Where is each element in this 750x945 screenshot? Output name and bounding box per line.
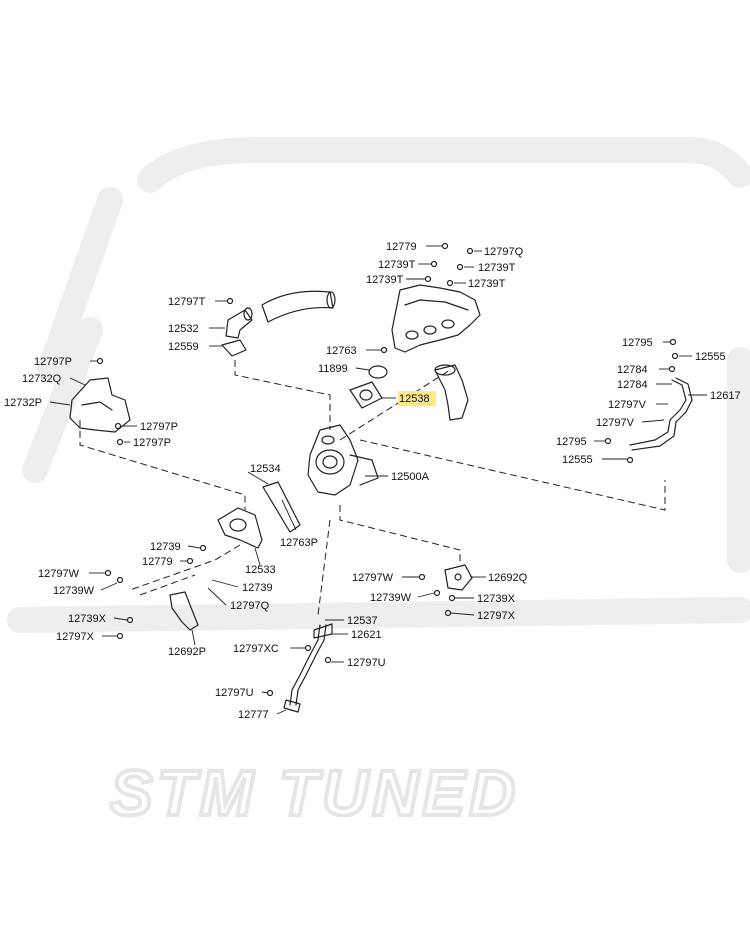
label-12763P[interactable]: 12763P [280, 537, 318, 549]
label-12797P[interactable]: 12797P [34, 356, 72, 368]
gasket-12559 [221, 339, 247, 357]
label-12797V[interactable]: 12797V [608, 399, 647, 411]
label-12797P[interactable]: 12797P [140, 421, 178, 433]
exhaust-manifold [391, 284, 481, 353]
label-12537[interactable]: 12537 [347, 615, 378, 627]
label-12739X[interactable]: 12739X [68, 613, 107, 625]
label-12538[interactable]: 12538 [399, 393, 430, 405]
label-12621[interactable]: 12621 [351, 629, 382, 641]
heat-shield-12732 [69, 377, 131, 433]
label-12797W[interactable]: 12797W [352, 572, 394, 584]
label-12732Q[interactable]: 12732Q [22, 373, 62, 385]
label-12534[interactable]: 12534 [250, 463, 281, 475]
label-12797XC[interactable]: 12797XC [233, 643, 279, 655]
label-12797U[interactable]: 12797U [347, 657, 386, 669]
water-pipe-12617 [629, 377, 693, 451]
bracket-12692P [169, 591, 199, 631]
watermark-shapes: STM TUNED [7, 137, 750, 831]
label-12739W[interactable]: 12739W [53, 585, 95, 597]
label-12739X[interactable]: 12739X [477, 593, 516, 605]
label-12797Q[interactable]: 12797Q [484, 246, 524, 258]
label-12532[interactable]: 12532 [168, 323, 199, 335]
oil-pipe-12621 [283, 623, 333, 713]
label-12797Q[interactable]: 12797Q [230, 600, 270, 612]
label-12739T[interactable]: 12739T [378, 259, 416, 271]
turbocharger-12500A [307, 424, 379, 496]
gasket-11899 [368, 365, 388, 379]
part-labels: 12779 12797Q 12739T 12739T 12739T 12739T… [4, 241, 741, 721]
label-12739[interactable]: 12739 [150, 541, 181, 553]
label-12739W[interactable]: 12739W [370, 592, 412, 604]
label-12555[interactable]: 12555 [695, 351, 726, 363]
label-12795[interactable]: 12795 [556, 436, 587, 448]
label-12784[interactable]: 12784 [617, 379, 648, 391]
label-12739T[interactable]: 12739T [366, 274, 404, 286]
label-12763[interactable]: 12763 [326, 345, 357, 357]
elbow-fitting-12532 [225, 307, 253, 339]
label-11899[interactable]: 11899 [318, 363, 348, 375]
label-12777[interactable]: 12777 [238, 709, 269, 721]
label-12617[interactable]: 12617 [710, 390, 741, 402]
gasket-12538 [349, 381, 383, 409]
label-12533[interactable]: 12533 [245, 564, 276, 576]
label-12797T[interactable]: 12797T [168, 296, 206, 308]
gasket-12534 [262, 481, 301, 533]
label-12739T[interactable]: 12739T [478, 262, 516, 274]
label-12739[interactable]: 12739 [242, 582, 273, 594]
label-12797P[interactable]: 12797P [133, 437, 171, 449]
label-12797U[interactable]: 12797U [215, 687, 254, 699]
label-12692Q[interactable]: 12692Q [488, 572, 528, 584]
label-12732P[interactable]: 12732P [4, 397, 42, 409]
watermark-text: STM TUNED [110, 757, 519, 829]
leader-lines [49, 245, 707, 715]
label-12500A[interactable]: 12500A [391, 471, 430, 483]
label-12779[interactable]: 12779 [142, 556, 173, 568]
label-12779[interactable]: 12779 [386, 241, 417, 253]
label-12784[interactable]: 12784 [617, 364, 648, 376]
label-12797W[interactable]: 12797W [38, 568, 80, 580]
label-12692P[interactable]: 12692P [168, 646, 206, 658]
label-12797V[interactable]: 12797V [596, 417, 635, 429]
label-12739T[interactable]: 12739T [468, 278, 506, 290]
label-12797X[interactable]: 12797X [477, 610, 516, 622]
label-12559[interactable]: 12559 [168, 341, 199, 353]
label-12797X[interactable]: 12797X [56, 631, 95, 643]
label-12795[interactable]: 12795 [622, 337, 653, 349]
outlet-pipe [434, 364, 469, 421]
bracket-12692Q [444, 564, 473, 591]
wastegate-housing-12533 [217, 507, 263, 549]
highlight-12538 [398, 391, 436, 406]
label-12555[interactable]: 12555 [562, 454, 593, 466]
assembly-lines [79, 360, 666, 616]
intake-pipe [261, 290, 336, 323]
